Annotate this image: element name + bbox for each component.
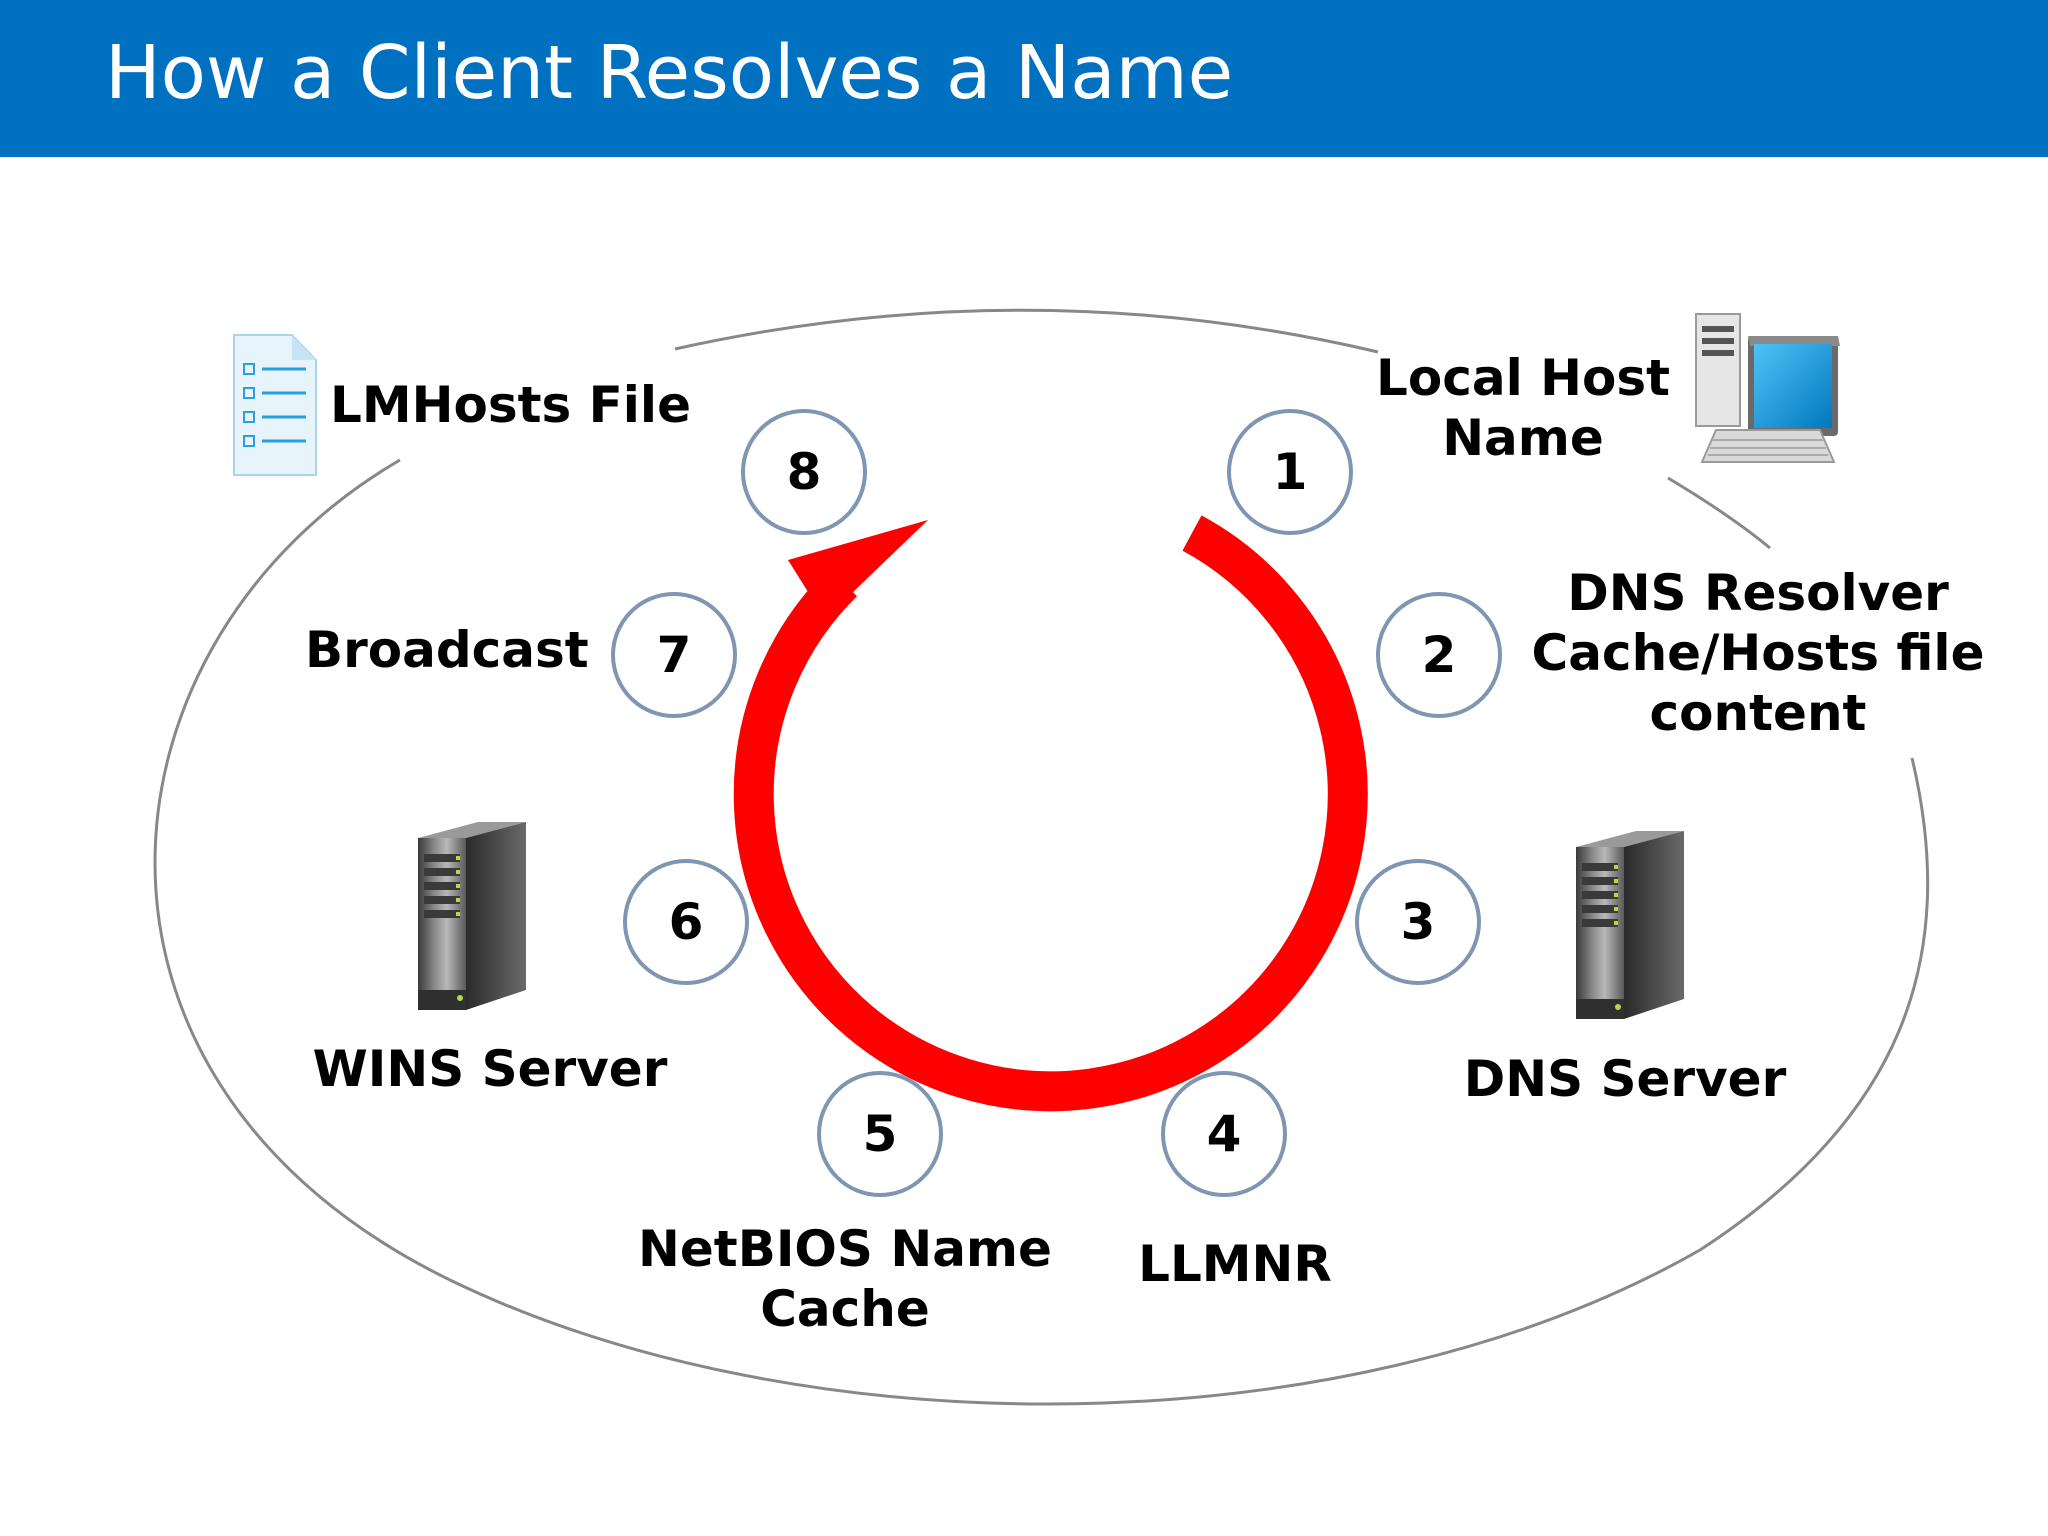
label-netbios-name-cache: NetBIOS Name Cache [638, 1220, 1052, 1338]
step-8-circle: 8 [741, 409, 867, 535]
label-dns-server: DNS Server [1463, 1050, 1787, 1108]
step-4-circle: 4 [1161, 1071, 1287, 1197]
desktop-computer-icon [1695, 313, 1840, 463]
label-wins-server: WINS Server [312, 1040, 668, 1098]
step-2-circle: 2 [1376, 592, 1502, 718]
label-lmhosts-file: LMHosts File [330, 376, 691, 434]
ellipse-arc-right-top [1667, 476, 1771, 550]
label-llmnr: LLMNR [1138, 1235, 1332, 1293]
cycle-arrowhead [788, 520, 928, 619]
ellipse-arc-top [674, 308, 1379, 354]
document-list-icon [233, 334, 317, 476]
step-3-circle: 3 [1355, 859, 1481, 985]
ellipse-arc-left [153, 458, 451, 1282]
slide-title: How a Client Resolves a Name [105, 30, 1234, 116]
server-tower-icon [418, 822, 526, 1010]
label-dns-resolver-cache: DNS Resolver Cache/Hosts file content [1531, 564, 1985, 742]
step-5-circle: 5 [817, 1071, 943, 1197]
server-tower-icon [1576, 831, 1684, 1019]
step-7-circle: 7 [611, 592, 737, 718]
label-broadcast: Broadcast [305, 621, 589, 679]
label-local-host-name: Local Host Name [1376, 349, 1670, 467]
step-6-circle: 6 [623, 859, 749, 985]
title-bar: How a Client Resolves a Name [0, 0, 2048, 157]
step-1-circle: 1 [1227, 409, 1353, 535]
cycle-arrow [733, 515, 1368, 1112]
ellipse-arc-bottom [449, 757, 1930, 1406]
